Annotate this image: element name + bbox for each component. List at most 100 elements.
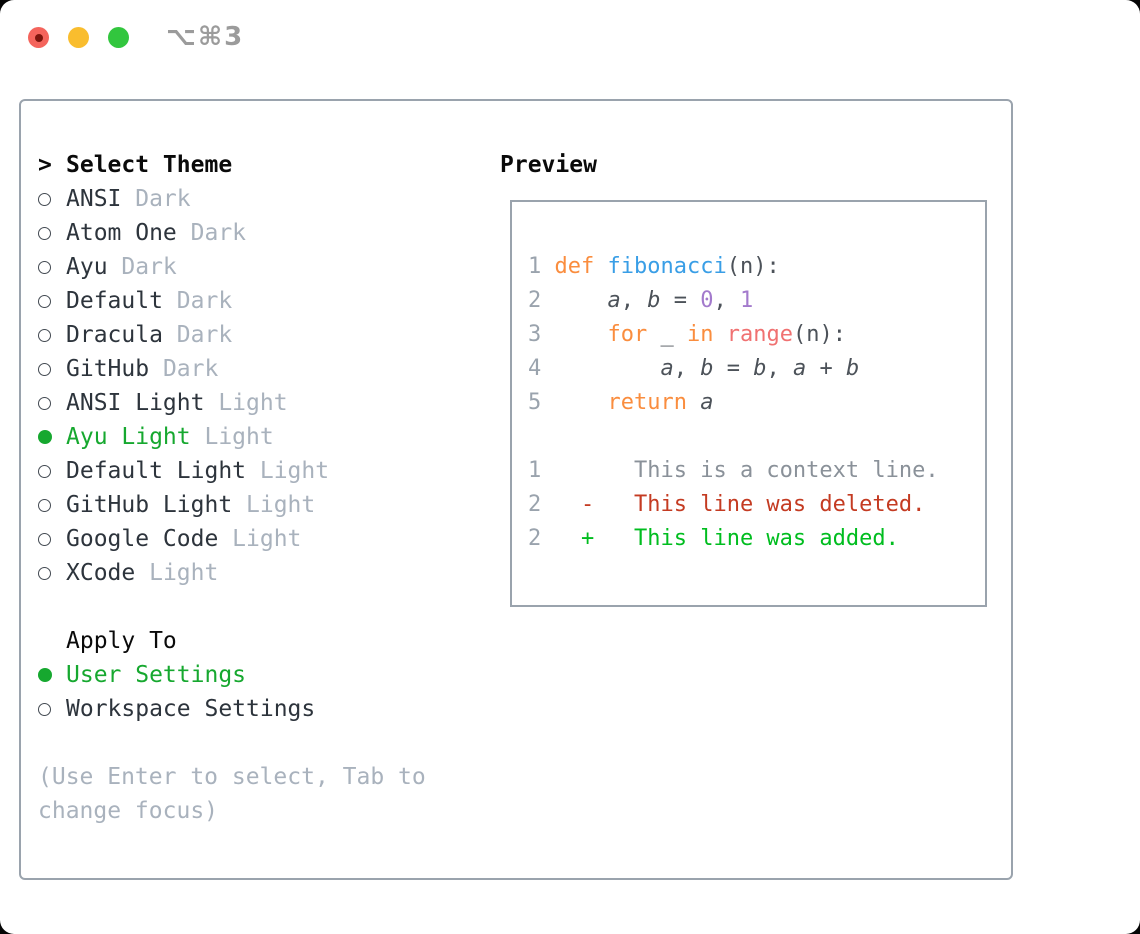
code-token: + <box>806 356 846 381</box>
header-marker: > <box>38 152 66 178</box>
code-token: b <box>647 288 661 313</box>
keyboard-hint: (Use Enter to select, Tab to change focu… <box>38 764 426 824</box>
zoom-button[interactable] <box>108 27 129 48</box>
apply-option-user-settings[interactable]: User Settings <box>38 658 488 692</box>
radio-icon <box>38 702 66 716</box>
spacer <box>38 590 488 624</box>
close-button[interactable] <box>28 27 49 48</box>
code-token <box>594 254 607 279</box>
line-number: 3 <box>528 322 555 347</box>
code-token <box>687 390 700 415</box>
code-token <box>555 492 582 517</box>
code-token: for <box>607 322 648 347</box>
preview-title: Preview <box>500 152 597 178</box>
code-token: return <box>607 390 687 415</box>
radio-circle <box>38 328 51 342</box>
theme-variant-label: Dark <box>176 322 233 348</box>
window-title-shortcut: ⌥⌘3 <box>166 22 245 52</box>
line-number: 1 <box>528 254 555 279</box>
radio-icon <box>38 192 66 206</box>
select-theme-title: Select Theme <box>66 152 233 178</box>
radio-icon <box>38 260 66 274</box>
code-token: + This line was added. <box>581 526 899 551</box>
option-label: ANSI Light <box>66 390 205 416</box>
radio-icon <box>38 566 66 580</box>
line-number: 1 <box>528 458 555 483</box>
apply-to-header: Apply To <box>38 624 488 658</box>
close-dot-icon <box>34 33 43 42</box>
code-token <box>555 390 608 415</box>
code-line: 2 + This line was added. <box>528 522 985 556</box>
option-label: ANSI <box>66 186 122 212</box>
code-token <box>555 322 608 347</box>
code-line: 5 return a <box>528 386 985 420</box>
radio-icon <box>38 294 66 308</box>
code-token: a <box>792 356 807 381</box>
theme-variant-label: Light <box>246 492 316 518</box>
option-label: Ayu Light <box>66 424 191 450</box>
minimize-button[interactable] <box>68 27 89 48</box>
titlebar: ⌥⌘3 <box>0 0 1140 78</box>
spacer <box>38 726 488 760</box>
code-token: 0 <box>700 288 714 313</box>
radio-icon <box>38 362 66 376</box>
radio-dot <box>38 668 52 682</box>
code-token: , <box>673 356 701 381</box>
line-number: 4 <box>528 356 555 381</box>
option-label: Ayu <box>66 254 108 280</box>
radio-circle <box>38 260 51 274</box>
code-token: a <box>607 288 621 313</box>
radio-icon <box>38 226 66 240</box>
code-token <box>555 356 661 381</box>
radio-icon <box>38 328 66 342</box>
option-label: GitHub Light <box>66 492 233 518</box>
code-token: b <box>700 356 714 381</box>
apply-option-workspace-settings[interactable]: Workspace Settings <box>38 692 488 726</box>
radio-circle <box>38 294 51 308</box>
caret-icon: > <box>38 152 52 178</box>
apply-to-title: Apply To <box>66 628 177 654</box>
line-number: 2 <box>528 526 555 551</box>
code-token: , <box>766 356 793 381</box>
theme-variant-label: Light <box>149 560 219 586</box>
radio-circle <box>38 702 51 716</box>
radio-icon <box>38 498 66 512</box>
code-token: = <box>713 356 754 381</box>
radio-circle <box>38 396 51 410</box>
code-token: a <box>660 356 674 381</box>
radio-circle <box>38 498 51 512</box>
theme-item-dracula[interactable]: Dracula Dark <box>38 318 488 352</box>
option-label: Workspace Settings <box>66 696 316 722</box>
code-token: , <box>713 288 740 313</box>
theme-item-github-light[interactable]: GitHub Light Light <box>38 488 488 522</box>
option-label: Dracula <box>66 322 163 348</box>
radio-dot <box>38 430 52 444</box>
radio-circle <box>38 192 51 206</box>
code-token: 1 <box>739 288 754 313</box>
code-token <box>555 458 634 483</box>
option-label: Atom One <box>66 220 177 246</box>
code-token: (n): <box>726 254 780 279</box>
line-number: 5 <box>528 390 555 415</box>
line-number: 2 <box>528 492 555 517</box>
code-token: = <box>660 288 701 313</box>
code-line: 1 def fibonacci(n): <box>528 250 985 284</box>
code-token: , <box>620 288 648 313</box>
